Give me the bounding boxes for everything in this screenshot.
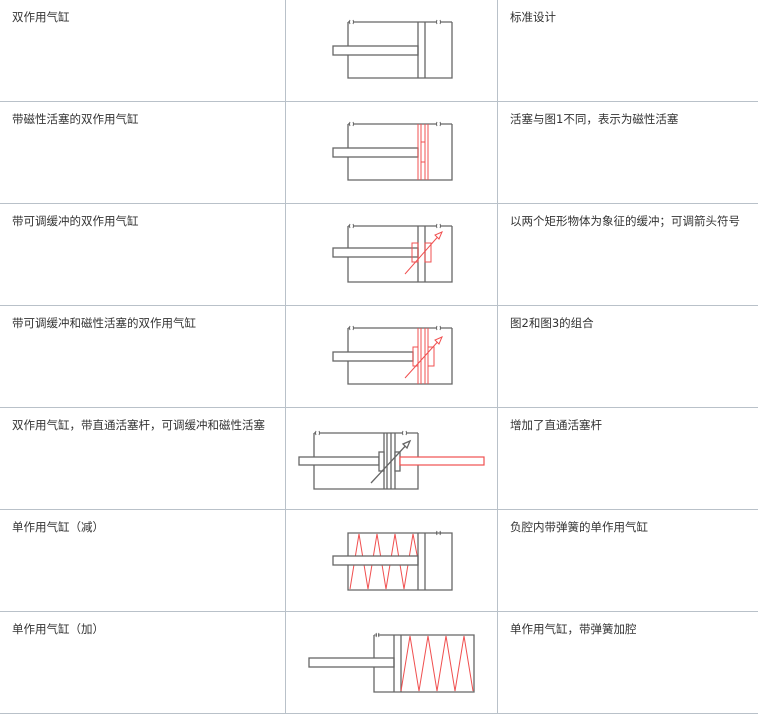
- table-row: 带可调缓冲的双作用气缸 以两个矩形物体为象征: [0, 204, 758, 306]
- symbol-cell: [286, 204, 498, 306]
- symbol-cell: [286, 408, 498, 510]
- row-name: 双作用气缸: [0, 0, 286, 102]
- row-name: 双作用气缸，带直通活塞杆，可调缓冲和磁性活塞: [0, 408, 286, 510]
- symbol-cell: [286, 102, 498, 204]
- adjustable-cushion-cylinder-icon: [286, 204, 498, 305]
- table-row: 单作用气缸（减） 负腔内带弹簧的单作用气缸: [0, 510, 758, 612]
- row-name: 带可调缓冲的双作用气缸: [0, 204, 286, 306]
- row-name: 带可调缓冲和磁性活塞的双作用气缸: [0, 306, 286, 408]
- table-row: 带可调缓冲和磁性活塞的双作用气缸: [0, 306, 758, 408]
- row-description: 活塞与图1不同，表示为磁性活塞: [498, 102, 758, 204]
- magnetic-piston-cylinder-icon: [286, 102, 498, 203]
- table-row: 带磁性活塞的双作用气缸 活塞与图1不: [0, 102, 758, 204]
- row-description: 以两个矩形物体为象征的缓冲；可调箭头符号: [498, 204, 758, 306]
- symbol-cell: [286, 0, 498, 102]
- symbol-cell: [286, 306, 498, 408]
- table-row: 双作用气缸 标准设计: [0, 0, 758, 102]
- row-description: 单作用气缸，带弹簧加腔: [498, 612, 758, 714]
- row-name: 单作用气缸（减）: [0, 510, 286, 612]
- row-description: 负腔内带弹簧的单作用气缸: [498, 510, 758, 612]
- spring-extend-cylinder-icon: [286, 612, 498, 713]
- row-name: 单作用气缸（加）: [0, 612, 286, 714]
- spring-return-cylinder-icon: [286, 510, 498, 611]
- table-row: 单作用气缸（加） 单作用气缸，带弹簧加腔: [0, 612, 758, 714]
- table-row: 双作用气缸，带直通活塞杆，可调缓冲和磁性活塞: [0, 408, 758, 510]
- cushion-magnetic-cylinder-icon: [286, 306, 498, 407]
- symbol-cell: [286, 612, 498, 714]
- row-description: 增加了直通活塞杆: [498, 408, 758, 510]
- double-acting-cylinder-icon: [286, 0, 498, 101]
- through-rod-cylinder-icon: [286, 408, 498, 509]
- row-description: 图2和图3的组合: [498, 306, 758, 408]
- row-name: 带磁性活塞的双作用气缸: [0, 102, 286, 204]
- symbol-cell: [286, 510, 498, 612]
- row-description: 标准设计: [498, 0, 758, 102]
